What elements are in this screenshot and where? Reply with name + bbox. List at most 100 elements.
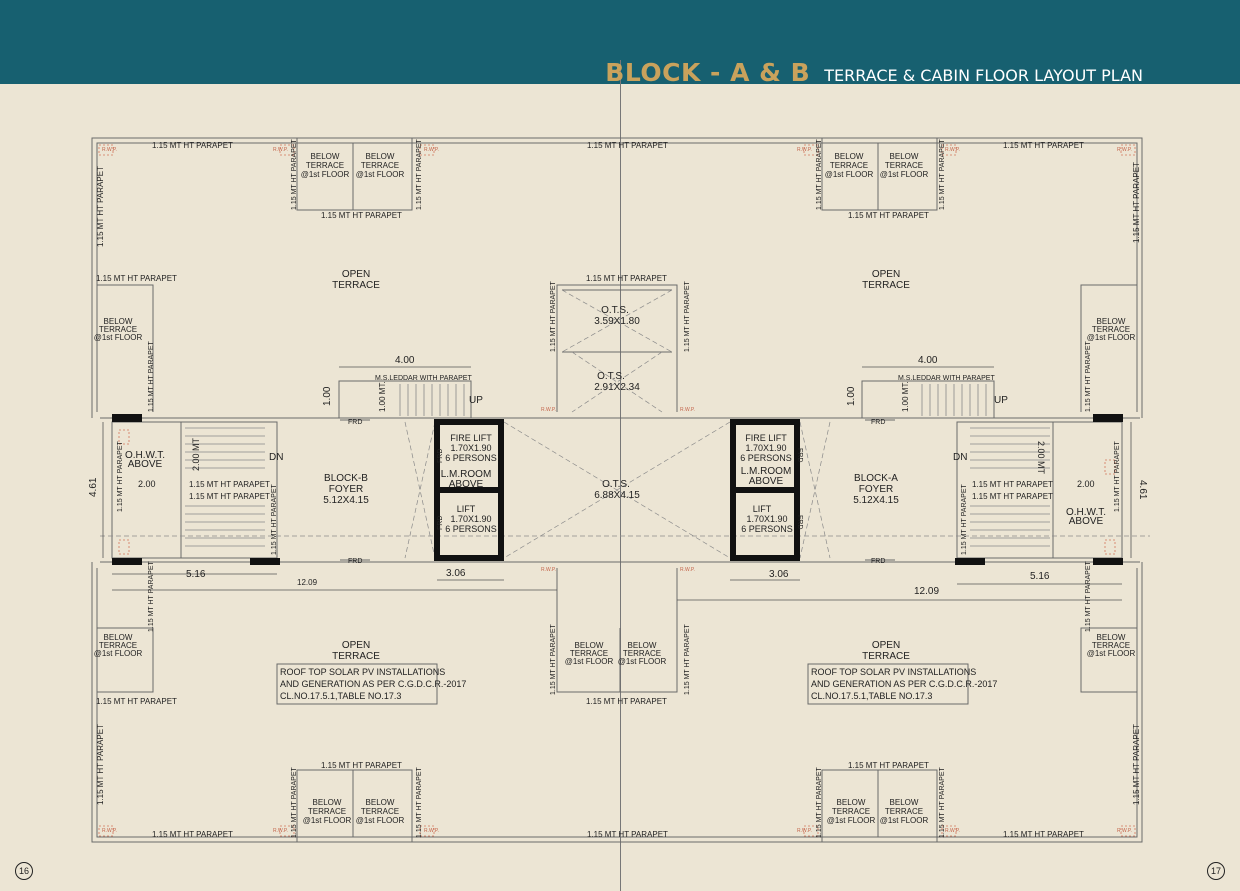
parapet-label: 1.15 MT HT PARAPET [189, 480, 270, 489]
fire-lift-label-a: FIRE LIFT 1.70X1.90 6 PERSONS [740, 433, 792, 463]
parapet-label: 1.15 MT HT PARAPET [1085, 560, 1092, 632]
parapet-label: 1.15 MT HT PARAPET [416, 766, 423, 838]
lift-width-dimension: 3.06 [769, 569, 789, 580]
parapet-label: 1.15 MT HT PARAPET [684, 280, 691, 352]
svg-text:BELOW: BELOW [366, 152, 395, 161]
svg-text:@1st FLOOR: @1st FLOOR [356, 170, 405, 179]
ladder-label: M.S.LEDDAR WITH PARAPET [898, 375, 995, 382]
parapet-label: 1.15 MT HT PARAPET [587, 141, 668, 150]
below-terrace-label: BELOW TERRACE @1st FLOOR [356, 152, 405, 179]
bottom-dimensions: 5.16 5.16 12.09 12.09 3.06 3.06 [186, 568, 1050, 597]
svg-text:LIFT: LIFT [457, 504, 476, 514]
svg-text:2.91X2.34: 2.91X2.34 [594, 382, 640, 393]
svg-text:TERRACE: TERRACE [361, 161, 399, 170]
lift-labels: FIRE LIFT 1.70X1.90 6 PERSONS L.M.ROOM A… [441, 433, 793, 534]
svg-text:@1st FLOOR: @1st FLOOR [565, 657, 614, 666]
dimension-lines [102, 366, 1132, 601]
svg-text:FIRE LIFT: FIRE LIFT [450, 433, 492, 443]
parapet-label: 1.15 MT HT PARAPET [1132, 724, 1141, 805]
parapet-label: 1.15 MT HT PARAPET [117, 440, 124, 512]
lift-shafts [434, 419, 800, 561]
svg-text:BLOCK-B: BLOCK-B [324, 473, 368, 484]
svg-text:@1st FLOOR: @1st FLOOR [880, 816, 929, 825]
open-terrace-label: OPEN TERRACE [862, 269, 910, 291]
below-terrace-labels: BELOW TERRACE @1st FLOOR BELOW TERRACE @… [94, 152, 1136, 825]
fire-lift-label-b: FIRE LIFT 1.70X1.90 6 PERSONS [445, 433, 497, 463]
svg-text:1.70X1.90: 1.70X1.90 [450, 514, 491, 524]
svg-text:TERRACE: TERRACE [332, 280, 380, 291]
parapet-label: 1.15 MT HT PARAPET [152, 141, 233, 150]
rwp-label: R.W.P. [945, 147, 960, 153]
foyer-label-a: BLOCK-A FOYER 5.12X4.15 [853, 473, 899, 506]
svg-text:O.T.S.: O.T.S. [601, 305, 629, 316]
solar-notes: ROOF TOP SOLAR PV INSTALLATIONS AND GENE… [280, 667, 997, 701]
svg-text:O.H.W.T.: O.H.W.T. [1066, 507, 1106, 518]
svg-text:BELOW: BELOW [104, 633, 133, 642]
svg-text:BLOCK-A: BLOCK-A [854, 473, 898, 484]
svg-text:BELOW: BELOW [104, 317, 133, 326]
rwp-label: R.W.P. [102, 147, 117, 153]
svg-text:ABOVE: ABOVE [449, 479, 484, 490]
solar-note-right: ROOF TOP SOLAR PV INSTALLATIONS AND GENE… [811, 667, 997, 701]
parapet-label: 1.15 MT HT PARAPET [1132, 162, 1141, 243]
svg-text:BELOW: BELOW [575, 641, 604, 650]
frd-label: FRD [871, 419, 885, 426]
open-terrace-label: OPEN TERRACE [332, 640, 380, 662]
svg-text:@1st FLOOR: @1st FLOOR [356, 816, 405, 825]
parapet-label: 1.15 MT HT PARAPET [1085, 340, 1092, 412]
svg-text:LIFT: LIFT [753, 504, 772, 514]
svg-text:L.M.ROOM: L.M.ROOM [741, 466, 792, 477]
below-terrace-label: BELOW TERRACE @1st FLOOR [880, 152, 929, 179]
below-terrace-label: BELOW TERRACE @1st FLOOR [301, 152, 350, 179]
parapet-label: 1.15 MT HT PARAPET [96, 166, 105, 247]
overall-length-dimension: 12.09 [297, 578, 318, 587]
rwp-label: R.W.P. [102, 828, 117, 834]
parapet-label: 1.15 MT HT PARAPET [96, 724, 105, 805]
ladder-height-dimension: 1.00 MT. [378, 381, 387, 412]
parapet-label: 1.15 MT HT PARAPET [586, 274, 667, 283]
foyer-label-b: BLOCK-B FOYER 5.12X4.15 [323, 473, 369, 506]
svg-text:BELOW: BELOW [890, 152, 919, 161]
ohwt-label-a: O.H.W.T. ABOVE [1066, 507, 1106, 527]
svg-text:5.12X4.15: 5.12X4.15 [323, 495, 369, 506]
parapet-label: 1.15 MT HT PARAPET [152, 830, 233, 839]
svg-text:1.70X1.90: 1.70X1.90 [746, 514, 787, 524]
parapet-label: 1.15 MT HT PARAPET [271, 483, 278, 555]
page-number-left: 16 [15, 862, 33, 880]
title-block-name: BLOCK - A & B [605, 58, 811, 87]
svg-text:TERRACE: TERRACE [332, 651, 380, 662]
parapet-label: 1.15 MT HT PARAPET [684, 623, 691, 695]
parapet-label: 1.15 MT HT PARAPET [189, 492, 270, 501]
svg-text:BELOW: BELOW [313, 798, 342, 807]
parapet-label: 1.15 MT HT PARAPET [939, 138, 946, 210]
stair-length-dimension: 5.16 [1030, 571, 1050, 582]
svg-text:@1st FLOOR: @1st FLOOR [301, 170, 350, 179]
svg-text:TERRACE: TERRACE [862, 280, 910, 291]
svg-text:CL.NO.17.5.1,TABLE NO.17.3: CL.NO.17.5.1,TABLE NO.17.3 [811, 691, 932, 701]
rwp-label: R.W.P. [797, 828, 812, 834]
frd-label: FRD [796, 515, 803, 529]
svg-text:OPEN: OPEN [872, 269, 900, 280]
parapet-label: 1.15 MT HT PARAPET [587, 830, 668, 839]
svg-text:TERRACE: TERRACE [830, 161, 868, 170]
frd-labels: FRD FRD FRD FRD FRD FRD FRD FRD [348, 419, 885, 565]
ladder-width-dimension: 4.00 [918, 355, 938, 366]
up-label: UP [469, 395, 483, 406]
parapet-label: 1.15 MT HT PARAPET [848, 211, 929, 220]
ladder-width-dimension: 4.00 [395, 355, 415, 366]
parapet-label: 1.15 MT HT PARAPET [148, 340, 155, 412]
stair-treads [185, 384, 1050, 547]
svg-text:BELOW: BELOW [890, 798, 919, 807]
stair-landing-dimension: 2.00 [138, 479, 156, 489]
parapet-label: 1.15 MT HT PARAPET [416, 138, 423, 210]
stair-width-dimension: 2.00 MT [1036, 441, 1046, 475]
rwp-label: R.W.P. [273, 147, 288, 153]
parapet-label: 1.15 MT HT PARAPET [972, 480, 1053, 489]
svg-text:FIRE LIFT: FIRE LIFT [745, 433, 787, 443]
below-terrace-label: BELOW TERRACE @1st FLOOR [1087, 633, 1136, 658]
svg-text:6 PERSONS: 6 PERSONS [740, 453, 792, 463]
svg-text:@1st FLOOR: @1st FLOOR [1087, 333, 1136, 342]
below-terrace-label: BELOW TERRACE @1st FLOOR [94, 317, 143, 342]
svg-text:O.T.S.: O.T.S. [602, 479, 630, 490]
open-terrace-labels: OPEN TERRACE OPEN TERRACE OPEN TERRACE O… [332, 269, 910, 662]
